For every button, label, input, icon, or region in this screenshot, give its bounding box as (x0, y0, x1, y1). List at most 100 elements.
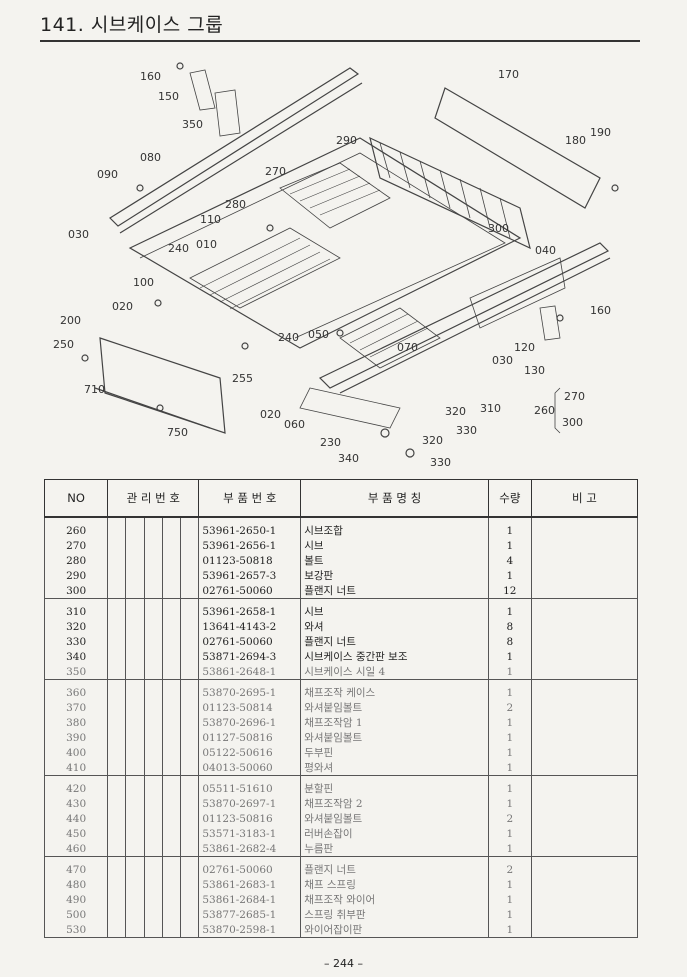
cell-management-no (143, 583, 163, 599)
cell-qty: 4 (487, 553, 532, 568)
cell-management-no (180, 811, 200, 826)
cell-remarks (530, 517, 639, 538)
cell-management-no (107, 922, 127, 938)
cell-part-name: 러버손잡이 (300, 826, 489, 841)
cell-management-no (161, 517, 182, 538)
cell-management-no (143, 649, 163, 664)
cell-management-no (161, 619, 182, 634)
callout: 240 (168, 242, 189, 255)
cell-remarks (530, 796, 639, 811)
callout: 350 (182, 118, 203, 131)
cell-part-no: 02761-50060 (198, 634, 302, 649)
cell-part-no: 53861-2648-1 (198, 664, 302, 680)
callout: 190 (590, 126, 611, 139)
cell-management-no (161, 700, 182, 715)
cell-management-no (107, 679, 127, 700)
cell-remarks (530, 775, 639, 796)
callout: 180 (565, 134, 586, 147)
cell-no: 280 (43, 553, 109, 568)
cell-management-no (180, 730, 200, 745)
cell-no: 440 (43, 811, 109, 826)
cell-no: 360 (43, 679, 109, 700)
cell-part-no: 05511-51610 (198, 775, 302, 796)
cell-part-no: 04013-50060 (198, 760, 302, 776)
cell-management-no (161, 877, 182, 892)
cell-no: 350 (43, 664, 109, 680)
exploded-parts-diagram: 160 150 350 170 290 180 190 080 090 270 … (40, 48, 640, 473)
cell-no: 370 (43, 700, 109, 715)
table-header-row: NO 관 리 번 호 부 품 번 호 부 품 명 칭 수량 비 고 (43, 479, 639, 518)
cell-management-no (125, 856, 145, 877)
callout: 020 (112, 300, 133, 313)
cell-no: 310 (43, 598, 109, 619)
cell-part-name: 채프조작 케이스 (300, 679, 489, 700)
cell-qty: 8 (487, 619, 532, 634)
cell-no: 460 (43, 841, 109, 857)
cell-qty: 1 (487, 664, 532, 680)
callout: 300 (562, 416, 583, 429)
callout: 130 (524, 364, 545, 377)
callout: 080 (140, 151, 161, 164)
cell-qty: 1 (487, 649, 532, 664)
callout: 170 (498, 68, 519, 81)
cell-no: 470 (43, 856, 109, 877)
cell-remarks (530, 730, 639, 745)
cell-management-no (180, 775, 200, 796)
cell-part-name: 와셔붙임볼트 (300, 700, 489, 715)
cell-management-no (125, 538, 145, 553)
cell-remarks (530, 598, 639, 619)
callout: 110 (200, 213, 221, 226)
cell-management-no (125, 619, 145, 634)
cell-part-name: 플랜지 너트 (300, 856, 489, 877)
cell-part-no: 01123-50816 (198, 811, 302, 826)
cell-management-no (107, 796, 127, 811)
callout: 230 (320, 436, 341, 449)
cell-remarks (530, 826, 639, 841)
cell-management-no (161, 598, 182, 619)
cell-management-no (143, 619, 163, 634)
cell-management-no (180, 583, 200, 599)
cell-management-no (161, 907, 182, 922)
cell-management-no (125, 796, 145, 811)
cell-qty: 1 (487, 598, 532, 619)
cell-part-no: 53870-2695-1 (198, 679, 302, 700)
main-frame (128, 137, 522, 349)
cell-remarks (530, 877, 639, 892)
cell-management-no (161, 922, 182, 938)
cell-no: 530 (43, 922, 109, 938)
cell-part-no: 53861-2682-4 (198, 841, 302, 857)
cell-management-no (107, 892, 127, 907)
callout: 260 (534, 404, 555, 417)
cell-management-no (180, 892, 200, 907)
callout: 200 (60, 314, 81, 327)
cell-part-no: 53870-2697-1 (198, 796, 302, 811)
cell-management-no (125, 760, 145, 776)
callout: 150 (158, 90, 179, 103)
cell-part-no: 01127-50816 (198, 730, 302, 745)
callout: 020 (260, 408, 281, 421)
cell-management-no (161, 745, 182, 760)
cell-management-no (161, 568, 182, 583)
callout: 310 (480, 402, 501, 415)
cell-management-no (125, 649, 145, 664)
cell-no: 320 (43, 619, 109, 634)
cell-management-no (180, 634, 200, 649)
cell-management-no (161, 811, 182, 826)
cell-management-no (180, 922, 200, 938)
cell-part-name: 시브 (300, 538, 489, 553)
cell-management-no (180, 598, 200, 619)
page-number: – 244 – (324, 957, 363, 970)
cell-no: 420 (43, 775, 109, 796)
cell-management-no (180, 517, 200, 538)
cell-management-no (125, 664, 145, 680)
parts-drawing: 160 150 350 170 290 180 190 080 090 270 … (53, 62, 619, 469)
cell-management-no (107, 583, 127, 599)
